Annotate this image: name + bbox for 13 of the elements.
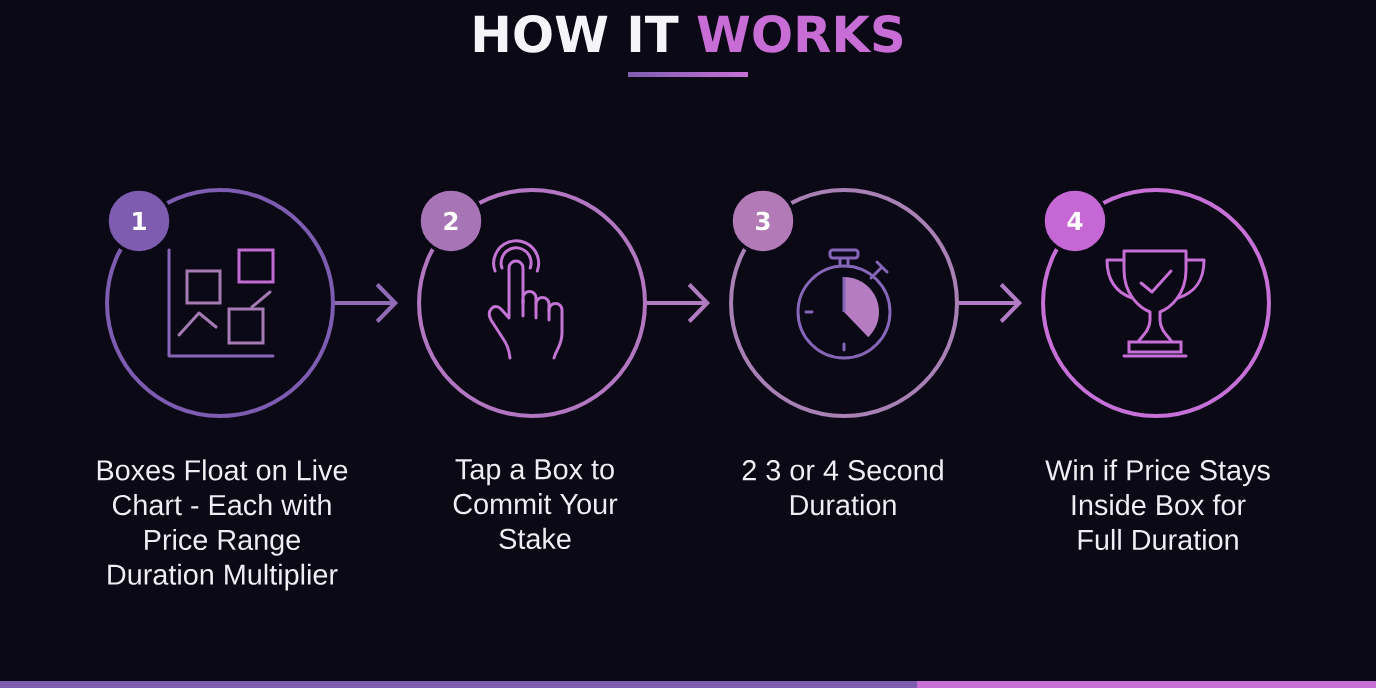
number-badge: 4: [1041, 187, 1109, 255]
step-caption: Win if Price Stays Inside Box for Full Duration: [1045, 459, 1270, 551]
step-caption: Boxes Float on Live Chart - Each with Price Range Duration Multiplier: [97, 459, 348, 591]
step-circle: [105, 188, 335, 418]
step-circle: [1041, 188, 1271, 418]
step-circle: [417, 188, 647, 418]
number-badge: 1: [105, 187, 173, 255]
number-badge: 3: [729, 187, 797, 255]
step-caption: Tap a Box to Commit Your Stake: [453, 459, 618, 549]
number-badge: 2: [417, 187, 485, 255]
step-caption: 2 3 or 4 Second Duration: [742, 459, 943, 516]
step-circle: [729, 188, 959, 418]
title: HOW IT WORKS: [474, 15, 903, 53]
